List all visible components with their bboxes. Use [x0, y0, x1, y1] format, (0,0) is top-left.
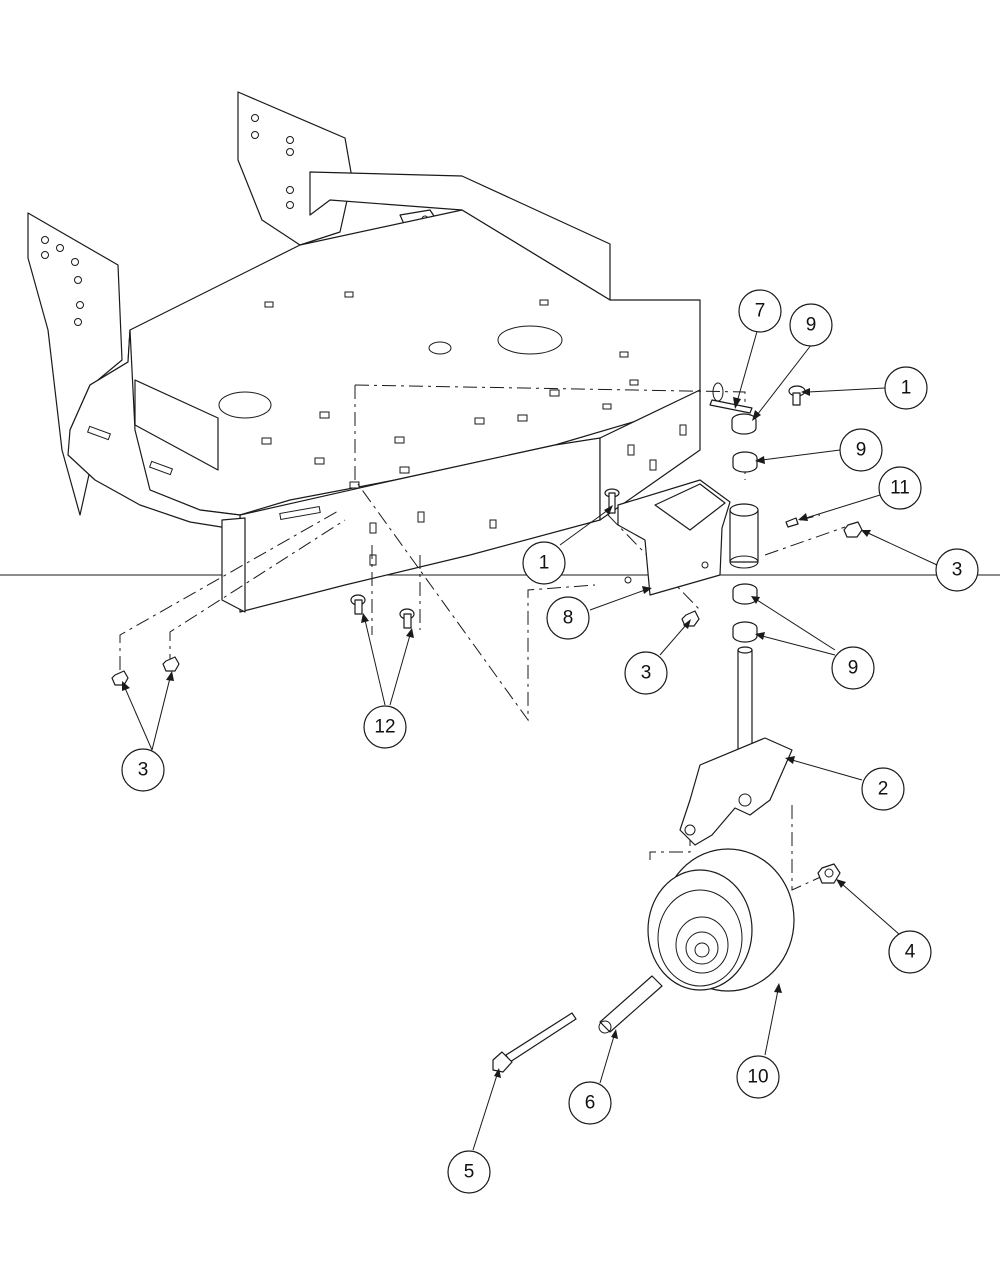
- callout-9-bottom: 9: [831, 646, 875, 690]
- callout-6: 6: [568, 1081, 612, 1125]
- grease-fitting: [785, 517, 799, 528]
- svg-text:12: 12: [374, 717, 395, 738]
- callout-11: 11: [878, 466, 922, 510]
- assembly-lines: [119, 384, 846, 891]
- callout-5: 5: [447, 1150, 491, 1194]
- callout-7: 7: [738, 289, 782, 333]
- svg-text:1: 1: [901, 378, 912, 399]
- deck-bolts: [350, 594, 415, 629]
- callout-3-right: 3: [935, 548, 979, 592]
- svg-text:8: 8: [563, 608, 574, 629]
- callout-2: 2: [861, 767, 905, 811]
- svg-text:4: 4: [905, 942, 916, 963]
- callout-10: 10: [736, 1055, 780, 1099]
- caster-fork: [679, 646, 793, 846]
- mower-deck: [27, 91, 701, 613]
- lynch-pin: [709, 382, 753, 414]
- callout-1-left: 1: [522, 541, 566, 585]
- callout-9-middle: 9: [839, 428, 883, 472]
- leader-lines: [122, 327, 938, 1151]
- callout-3-middle: 3: [624, 651, 668, 695]
- svg-text:6: 6: [585, 1093, 596, 1114]
- svg-text:9: 9: [856, 440, 867, 461]
- svg-text:11: 11: [890, 478, 910, 499]
- callout-3-left: 3: [121, 748, 165, 792]
- svg-text:3: 3: [952, 560, 963, 581]
- caster-mount-bracket: [617, 479, 731, 596]
- svg-text:5: 5: [464, 1162, 475, 1183]
- caster-tube: [729, 503, 759, 569]
- svg-text:3: 3: [641, 663, 652, 684]
- axle-bolt: [492, 1012, 577, 1073]
- svg-text:10: 10: [747, 1067, 768, 1088]
- callout-8: 8: [546, 596, 590, 640]
- callout-9-top: 9: [789, 303, 833, 347]
- svg-text:9: 9: [806, 315, 817, 336]
- carriage-bolt-right: [788, 385, 806, 406]
- svg-text:3: 3: [138, 760, 149, 781]
- spacer-bushings: [731, 413, 758, 643]
- caster-wheel: [647, 848, 795, 992]
- carriage-bolt-left: [604, 488, 620, 514]
- svg-text:9: 9: [848, 658, 859, 679]
- callout-1-right: 1: [884, 366, 928, 410]
- callout-12: 12: [363, 705, 407, 749]
- flange-nuts: [111, 521, 863, 686]
- callout-4: 4: [888, 930, 932, 974]
- svg-text:7: 7: [755, 301, 766, 322]
- svg-text:1: 1: [539, 553, 550, 574]
- svg-text:2: 2: [878, 779, 889, 800]
- lock-nut: [817, 863, 841, 884]
- wheel-bushing: [598, 975, 663, 1034]
